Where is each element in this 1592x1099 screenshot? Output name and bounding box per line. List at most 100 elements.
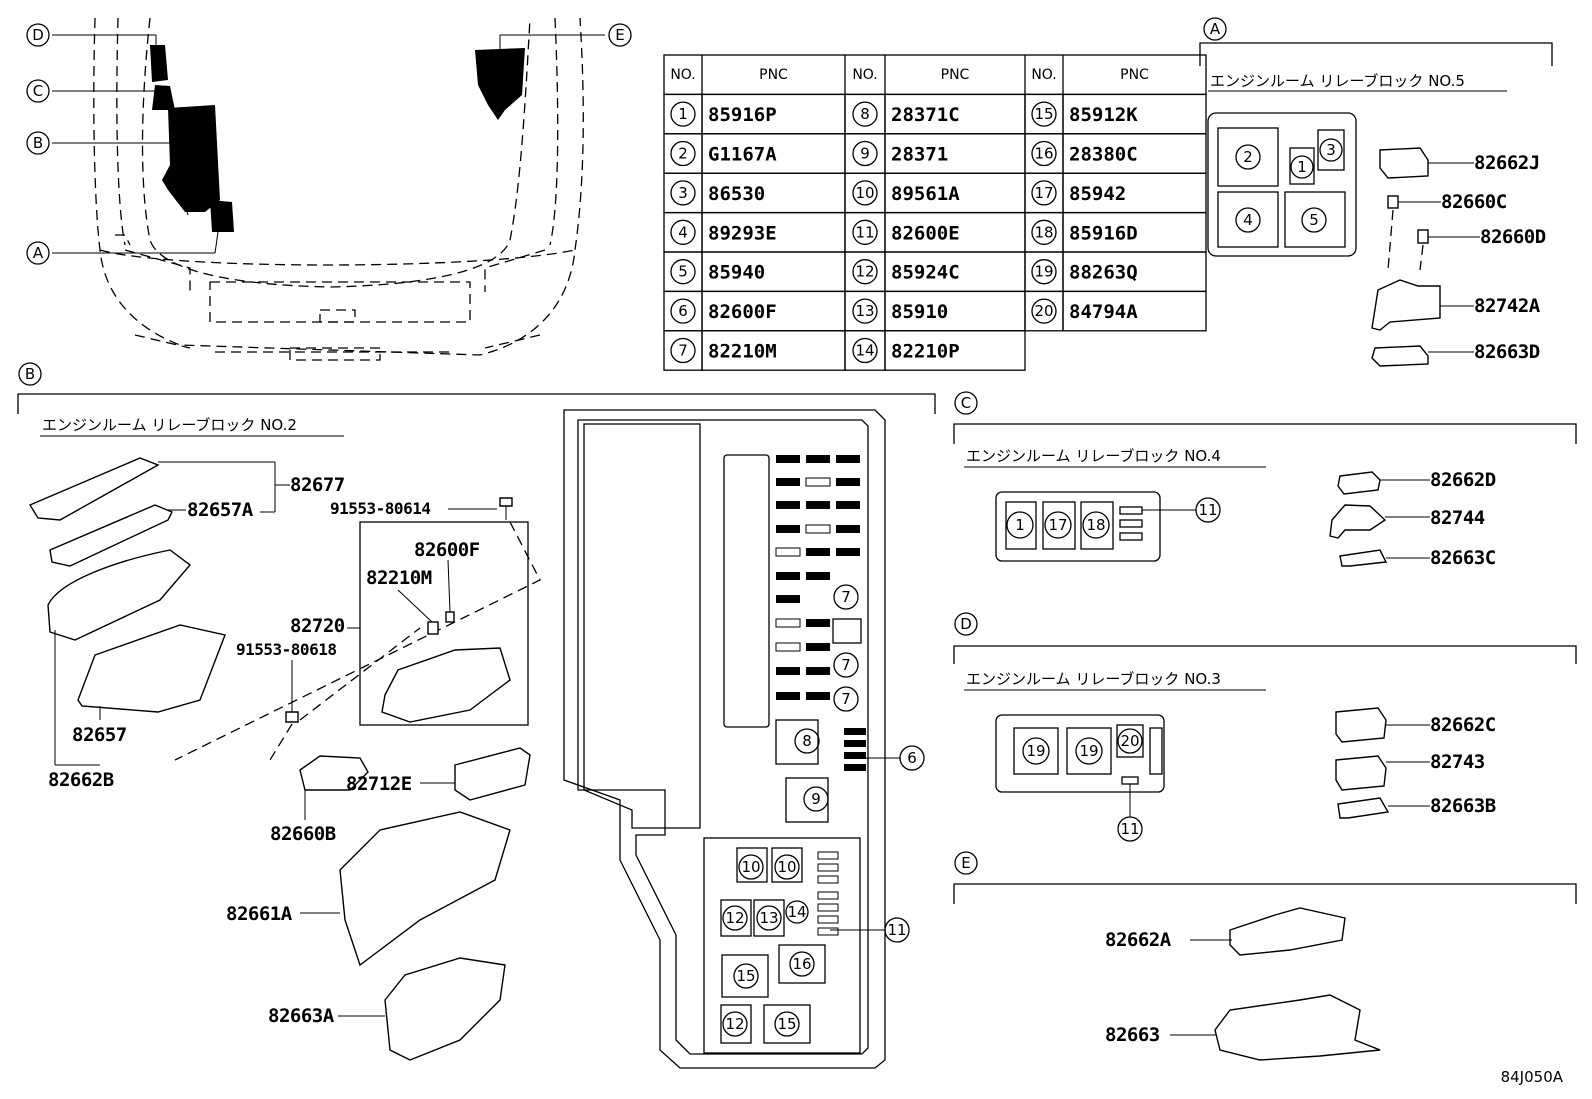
part-82661A[interactable]: 82661A — [226, 903, 293, 925]
part-82663B[interactable]: 82663B — [1430, 795, 1496, 817]
part-82677[interactable]: 82677 — [290, 474, 345, 496]
fuse-slot — [817, 927, 839, 936]
callout-a[interactable]: A — [26, 241, 50, 265]
fuse-slot — [776, 572, 800, 580]
row-pnc: 86530 — [708, 183, 765, 205]
section-a-letter: A — [1210, 20, 1221, 38]
row-pnc: 82600E — [891, 222, 960, 244]
section-d-title: エンジンルーム リレーブロック NO.3 — [966, 670, 1221, 688]
row-pnc: 28371C — [891, 104, 960, 126]
part-82663C[interactable]: 82663C — [1430, 547, 1496, 569]
fuse-slot — [836, 525, 860, 533]
part-82663D[interactable]: 82663D — [1474, 341, 1540, 363]
fuse-slot — [836, 478, 860, 486]
part-82660B[interactable]: 82660B — [270, 823, 336, 845]
callout-c[interactable]: C — [26, 79, 50, 103]
part-91553-80618[interactable]: 91553-80618 — [236, 640, 337, 659]
fuse-slot — [806, 501, 830, 509]
part-82657[interactable]: 82657 — [72, 724, 127, 746]
part-91553-80614[interactable]: 91553-80614 — [330, 499, 431, 518]
part-82600F[interactable]: 82600F — [414, 539, 480, 561]
car-overview: D C B A E — [26, 17, 632, 361]
callout-d[interactable]: D — [26, 23, 50, 47]
svg-text:C: C — [33, 82, 43, 100]
fuse-slot — [806, 667, 830, 675]
row-no: 6 — [678, 302, 688, 320]
part-82662B[interactable]: 82662B — [48, 769, 114, 791]
slot-a-3: 3 — [1319, 138, 1343, 162]
slot-b-11: 11 — [884, 917, 910, 943]
table-header-no: NO. — [852, 67, 877, 83]
fuse-slot — [817, 863, 839, 872]
callout-e[interactable]: E — [608, 23, 632, 47]
part-82662C[interactable]: 82662C — [1430, 714, 1496, 736]
part-82662D[interactable]: 82662D — [1430, 469, 1496, 491]
table-row[interactable]: 3 86530 — [663, 172, 846, 214]
svg-text:15: 15 — [777, 1015, 796, 1033]
callout-b[interactable]: B — [26, 131, 50, 155]
slot-b-12b: 12 — [722, 1011, 748, 1037]
row-pnc: 85916P — [708, 104, 777, 126]
svg-text:10: 10 — [777, 858, 796, 876]
row-no: 19 — [1034, 263, 1053, 281]
slot-a-2: 2 — [1235, 144, 1261, 170]
row-no: 13 — [855, 302, 874, 320]
part-82660C[interactable]: 82660C — [1441, 191, 1507, 213]
slot-b-12a: 12 — [722, 905, 748, 931]
part-82743[interactable]: 82743 — [1430, 751, 1485, 773]
part-82712E[interactable]: 82712E — [346, 773, 412, 795]
part-82210M[interactable]: 82210M — [366, 567, 432, 589]
slot-c-18: 18 — [1082, 511, 1110, 539]
row-pnc: 89293E — [708, 222, 777, 244]
svg-text:12: 12 — [725, 909, 744, 927]
svg-text:7: 7 — [841, 690, 851, 708]
part-82720[interactable]: 82720 — [290, 615, 345, 637]
part-82744[interactable]: 82744 — [1430, 507, 1485, 529]
svg-text:11: 11 — [1120, 820, 1139, 838]
row-no: 17 — [1034, 184, 1053, 202]
row-no: 9 — [860, 145, 870, 163]
part-82663A[interactable]: 82663A — [268, 1005, 335, 1027]
svg-text:11: 11 — [887, 921, 906, 939]
slot-a-5: 5 — [1301, 207, 1327, 233]
section-b: B エンジンルーム リレーブロック NO.2 82677 82657A 8265… — [17, 362, 936, 1069]
part-82657A[interactable]: 82657A — [187, 499, 254, 521]
part-82742A[interactable]: 82742A — [1474, 295, 1541, 317]
part-82660D[interactable]: 82660D — [1480, 226, 1546, 248]
fuse-slot — [817, 851, 839, 860]
table-header-pnc: PNC — [941, 67, 970, 83]
slot-b-15a: 15 — [733, 963, 759, 989]
part-82662J[interactable]: 82662J — [1474, 152, 1540, 174]
slot-b-7b: 7 — [833, 652, 859, 678]
fuse-slot — [776, 595, 800, 603]
svg-text:12: 12 — [725, 1015, 744, 1033]
svg-text:6: 6 — [907, 749, 917, 767]
part-82663[interactable]: 82663 — [1105, 1024, 1160, 1046]
part-82662A[interactable]: 82662A — [1105, 929, 1172, 951]
row-no: 3 — [678, 184, 688, 202]
fuse-slot — [817, 915, 839, 924]
fuse-slot — [844, 740, 866, 747]
svg-text:11: 11 — [1198, 501, 1217, 519]
section-b-letter: B — [25, 365, 35, 383]
